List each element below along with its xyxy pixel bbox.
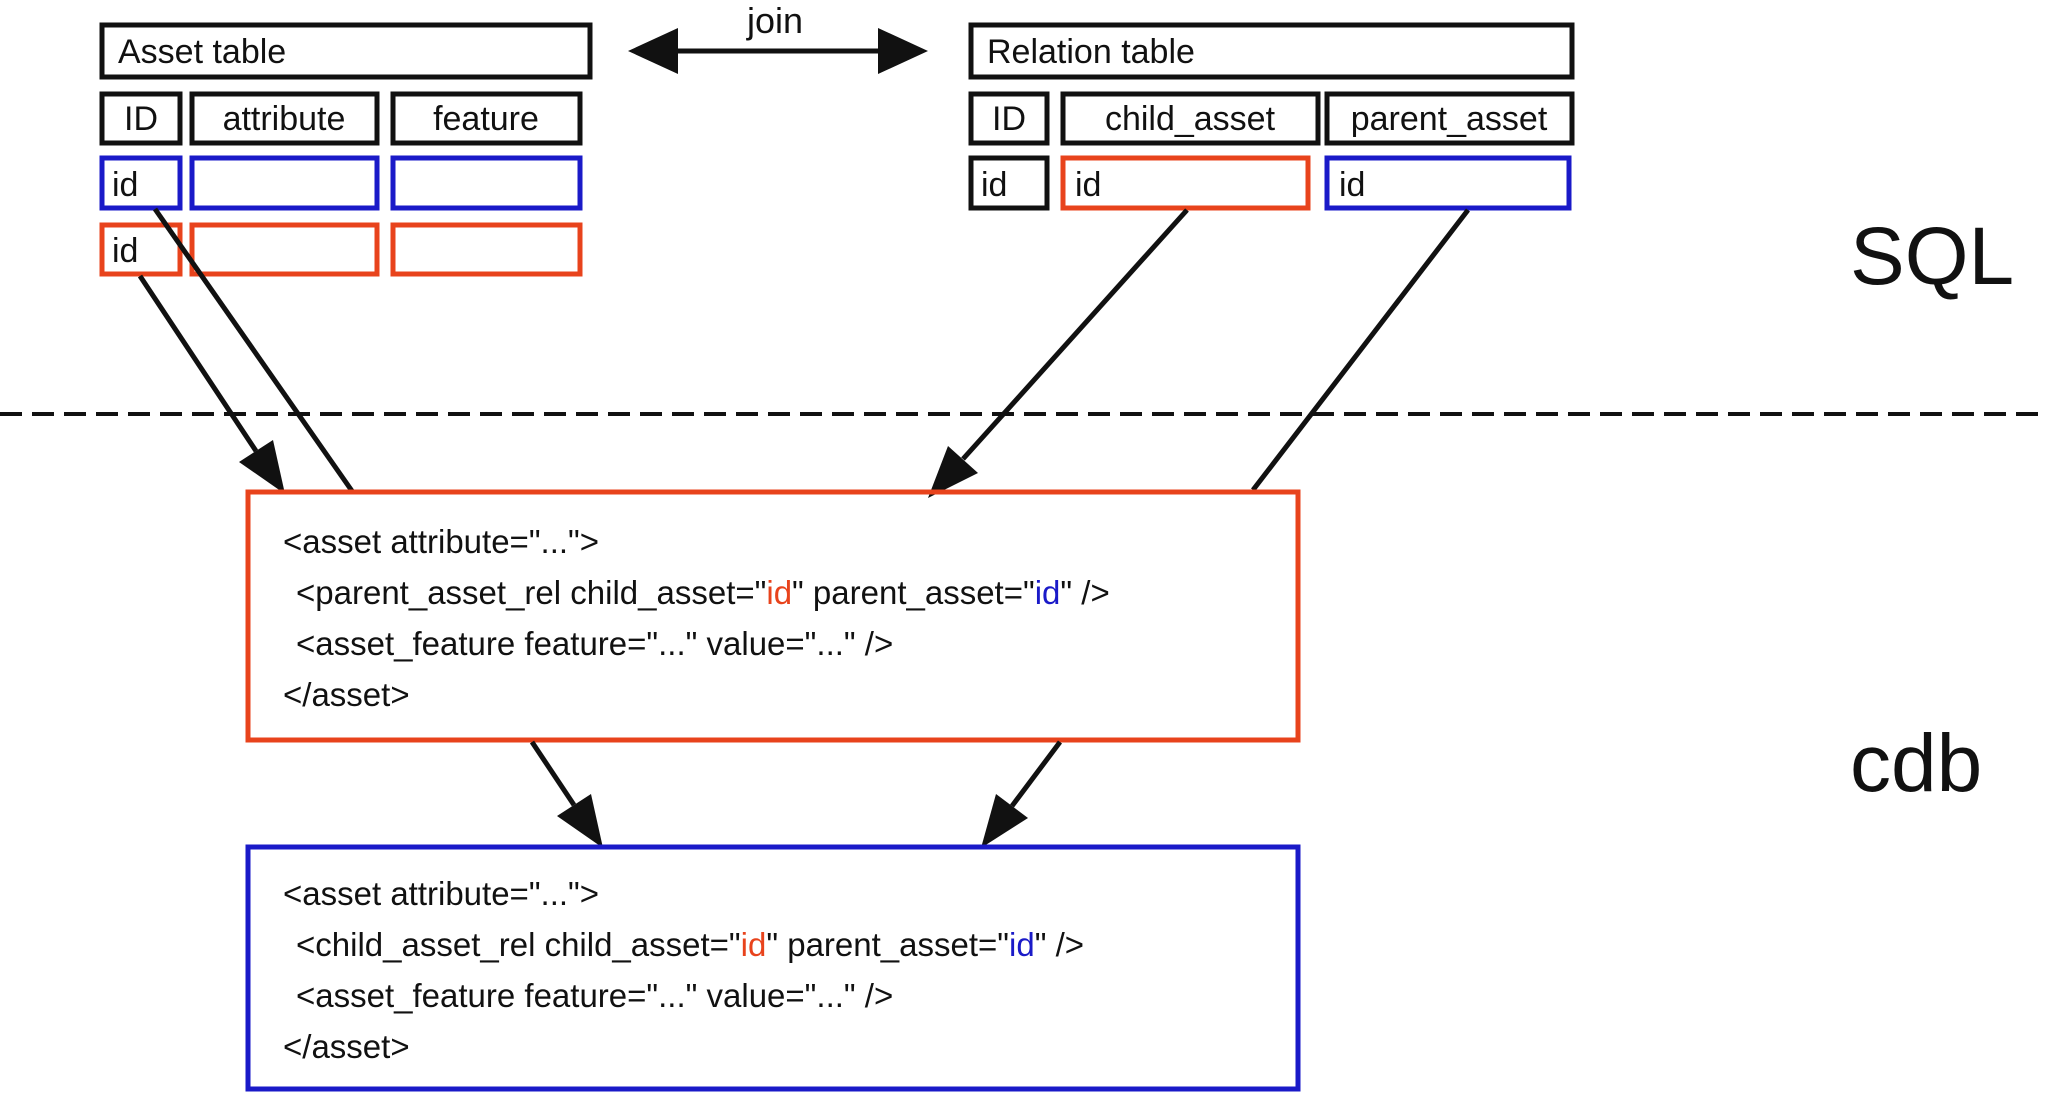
asset-table-title: Asset table bbox=[118, 33, 286, 71]
relation-table-title: Relation table bbox=[987, 33, 1195, 71]
relation-id-cell bbox=[968, 155, 1050, 211]
asset-row-red: id bbox=[99, 222, 583, 277]
blue-box-line4: </asset> bbox=[283, 1028, 410, 1065]
arrowhead-icon bbox=[239, 440, 285, 494]
relation-child-asset-cell bbox=[1060, 155, 1311, 211]
join-arrowhead-left-icon bbox=[628, 28, 678, 74]
asset-col-id-label: ID bbox=[124, 100, 158, 138]
relation-col-parent-asset-box bbox=[1324, 91, 1575, 146]
asset-col-feature-label: feature bbox=[433, 100, 539, 138]
asset-blue-attribute-cell bbox=[189, 155, 380, 211]
red-box-line2: <parent_asset_rel child_asset="id" paren… bbox=[296, 574, 1110, 611]
blue-box-border bbox=[245, 844, 1301, 1092]
relation-parent-asset-cell bbox=[1324, 155, 1572, 211]
connector-asset-red-id-to-red-box bbox=[137, 274, 285, 494]
relation-parent-asset-value: id bbox=[1339, 166, 1365, 204]
parent-asset-rel-xml-box: <asset attribute="..."> <parent_asset_re… bbox=[245, 489, 1301, 743]
asset-red-feature-cell bbox=[390, 222, 583, 277]
asset-blue-feature-cell bbox=[390, 155, 583, 211]
arrowhead-icon bbox=[928, 446, 978, 498]
cdb-section-label: cdb bbox=[1850, 718, 1982, 809]
asset-col-attribute-box bbox=[189, 91, 380, 146]
child-asset-rel-xml-box: <asset attribute="..."> <child_asset_rel… bbox=[245, 844, 1301, 1092]
asset-col-attribute-label: attribute bbox=[223, 100, 346, 138]
relation-col-child-asset-label: child_asset bbox=[1105, 100, 1276, 138]
asset-row-blue: id bbox=[99, 155, 583, 211]
asset-red-attribute-cell bbox=[189, 222, 380, 277]
asset-red-id-cell bbox=[99, 222, 183, 277]
relation-col-id-label: ID bbox=[992, 100, 1026, 138]
relation-table: Relation table ID child_asset parent_ass… bbox=[968, 22, 1575, 211]
red-box-line4: </asset> bbox=[283, 676, 410, 713]
connector-red-box-to-blue-box-right bbox=[981, 740, 1062, 848]
red-box-border bbox=[245, 489, 1301, 743]
asset-table-title-box bbox=[99, 22, 593, 80]
asset-col-feature-box bbox=[390, 91, 583, 146]
join-connector: join bbox=[628, 0, 928, 74]
connector-relation-child-id-to-red-box bbox=[928, 208, 1189, 498]
arrowhead-icon bbox=[557, 794, 603, 848]
sql-section-label: SQL bbox=[1850, 211, 2014, 302]
relation-row: id id id bbox=[968, 155, 1572, 211]
join-arrowhead-right-icon bbox=[878, 28, 928, 74]
relation-col-id-box bbox=[968, 91, 1050, 146]
relation-col-parent-asset-label: parent_asset bbox=[1351, 100, 1548, 138]
connector-relation-parent-id-to-red-box bbox=[1251, 208, 1470, 492]
asset-red-id-value: id bbox=[112, 232, 138, 270]
connector-red-box-to-blue-box-left bbox=[529, 740, 603, 848]
blue-box-line1: <asset attribute="..."> bbox=[283, 875, 599, 912]
relation-child-asset-value: id bbox=[1075, 166, 1101, 204]
asset-table: Asset table ID attribute feature id id bbox=[99, 22, 593, 277]
blue-box-line2: <child_asset_rel child_asset="id" parent… bbox=[296, 926, 1084, 963]
relation-col-child-asset-box bbox=[1060, 91, 1321, 146]
asset-col-id-box bbox=[99, 91, 183, 146]
connector-asset-blue-id-to-red-box bbox=[152, 207, 355, 493]
red-box-line1: <asset attribute="..."> bbox=[283, 523, 599, 560]
asset-blue-id-cell bbox=[99, 155, 183, 211]
relation-table-title-box bbox=[968, 22, 1575, 80]
blue-box-line3: <asset_feature feature="..." value="..."… bbox=[296, 977, 893, 1014]
join-label: join bbox=[746, 0, 803, 41]
red-box-line3: <asset_feature feature="..." value="..."… bbox=[296, 625, 893, 662]
arrowhead-icon bbox=[981, 794, 1028, 848]
asset-blue-id-value: id bbox=[112, 166, 138, 204]
relation-id-value: id bbox=[981, 166, 1007, 204]
